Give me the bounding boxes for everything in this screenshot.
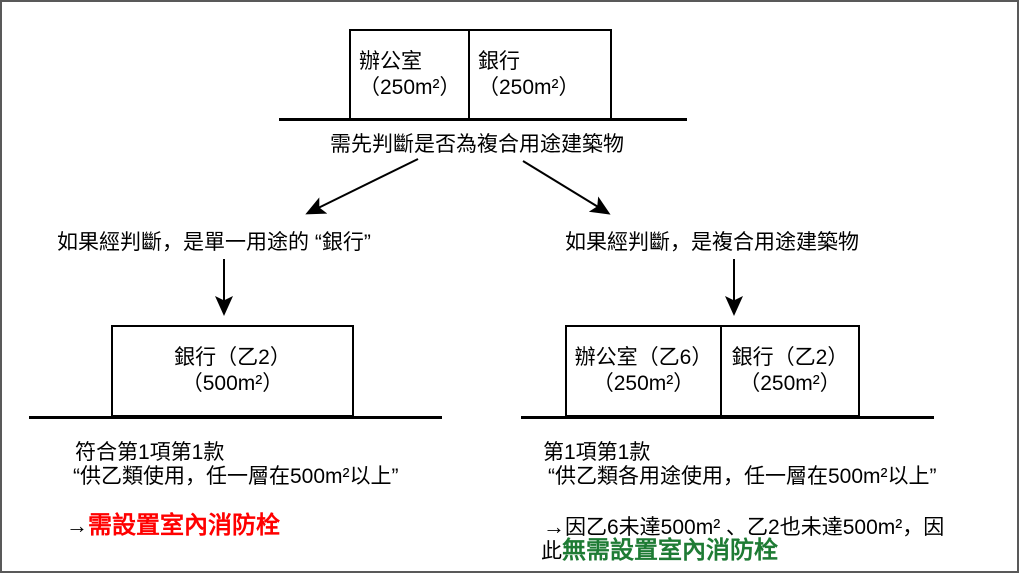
right-rule-line1: 第1項第1款 — [543, 441, 651, 464]
right-branch-label: 如果經判斷，是複合用途建築物 — [565, 231, 859, 254]
building-right: 辦公室（乙6） （250m²） 銀行（乙2） （250m²） — [565, 325, 860, 417]
right-conclusion-line2: 此無需設置室內消防栓 — [541, 538, 778, 564]
building-right-bank-unit: 銀行（乙2） （250m²） — [722, 327, 858, 415]
unit-area: （250m²） — [478, 75, 580, 99]
right-conclusion-text: 因乙6未達500m² 、乙2也未達500m²，因 — [565, 516, 945, 539]
arrow-branch-right-icon — [522, 160, 611, 215]
right-arrow-icon: → — [66, 513, 88, 538]
unit-area: （250m²） — [739, 372, 841, 395]
right-arrow-icon: → — [543, 514, 565, 539]
right-conclusion-prefix: 此 — [541, 540, 562, 563]
unit-label: 辦公室（乙6） — [574, 346, 713, 369]
building-left: 銀行（乙2） （500m²） — [111, 325, 354, 417]
unit-label: 銀行（乙2） — [731, 346, 849, 369]
left-rule-line1: 符合第1項第1款 — [75, 441, 225, 464]
right-conclusion-line1: →因乙6未達500m² 、乙2也未達500m²，因 — [543, 514, 944, 540]
arrow-branch-left-icon — [305, 158, 419, 215]
ground-line-bottom-left — [29, 416, 442, 419]
unit-area: （250m²） — [592, 372, 695, 395]
left-conclusion-emphasis: 需設置室內消防栓 — [88, 512, 280, 539]
unit-label: 銀行 — [478, 49, 520, 73]
left-conclusion: →需設置室內消防栓 — [66, 513, 280, 539]
building-top-bank-unit: 銀行 （250m²） — [470, 31, 610, 118]
building-top: 辦公室 （250m²） 銀行 （250m²） — [349, 29, 612, 120]
right-rule-line2: “供乙類各用途使用，任一層在500m²以上” — [548, 465, 937, 488]
unit-label: 辦公室 — [359, 49, 422, 73]
building-right-office-unit: 辦公室（乙6） （250m²） — [567, 327, 722, 415]
ground-line-bottom-right — [521, 416, 934, 419]
right-conclusion-emphasis: 無需設置室內消防栓 — [562, 537, 778, 564]
building-left-bank-unit: 銀行（乙2） （500m²） — [113, 327, 352, 415]
unit-area: （250m²） — [359, 75, 461, 99]
left-rule-line2: “供乙類使用，任一層在500m²以上” — [73, 465, 399, 488]
left-branch-label: 如果經判斷，是單一用途的 “銀行” — [57, 231, 371, 254]
unit-label: 銀行（乙2） — [174, 346, 291, 369]
building-top-office-unit: 辦公室 （250m²） — [351, 31, 470, 118]
unit-area: （500m²） — [181, 372, 284, 395]
top-caption: 需先判斷是否為複合用途建築物 — [330, 133, 624, 156]
